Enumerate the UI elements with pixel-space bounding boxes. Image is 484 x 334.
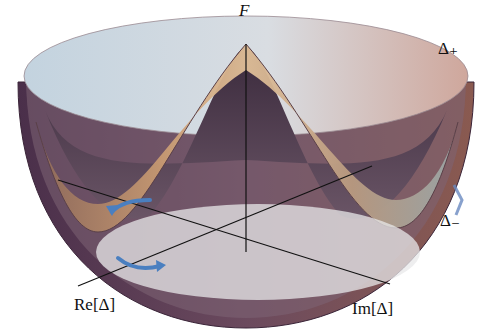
- axis-label: Im[Δ]: [352, 300, 393, 317]
- axis-label: F: [239, 2, 249, 19]
- axis-label: Re[Δ]: [74, 296, 115, 313]
- axis-label: Δ₋: [440, 212, 460, 229]
- axis-label: Δ₊: [438, 40, 458, 57]
